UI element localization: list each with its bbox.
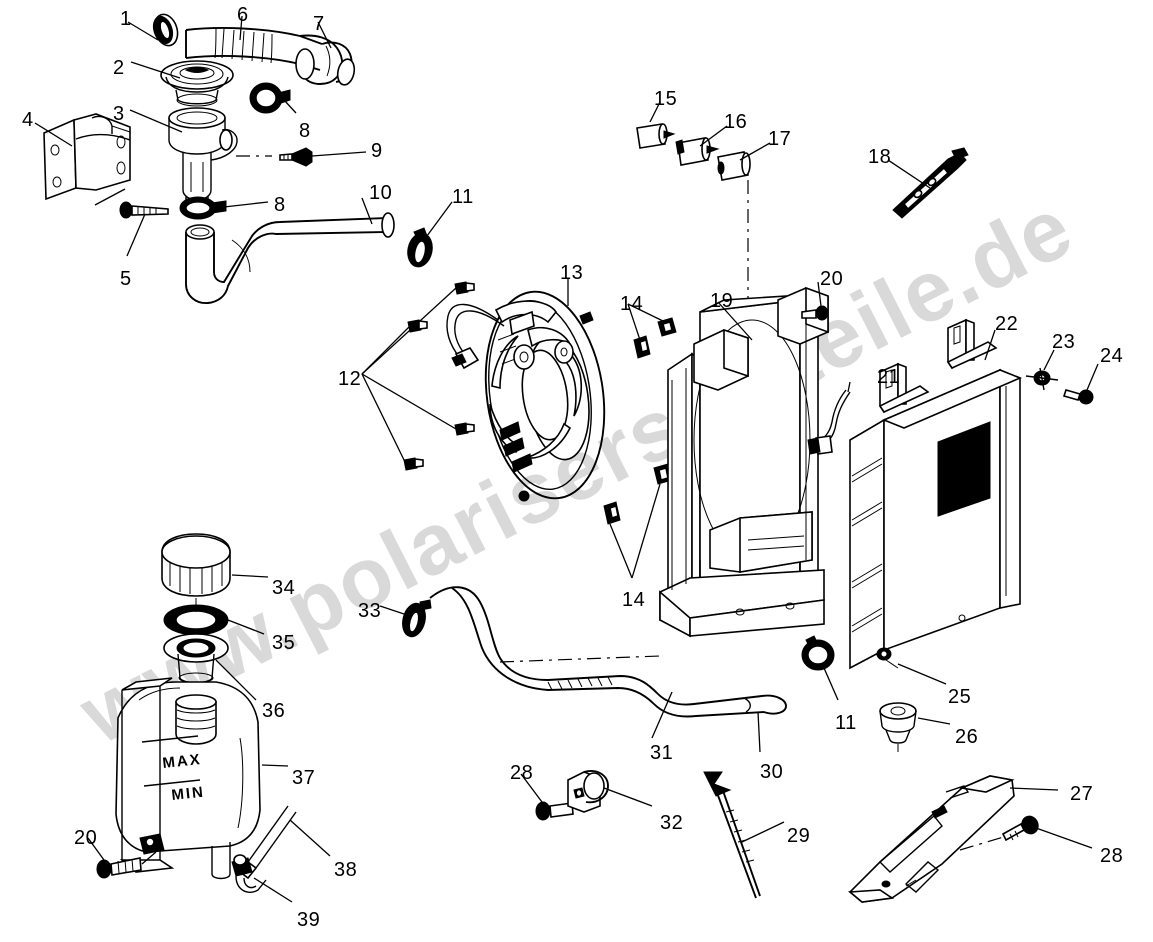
callout-28-a: 28 bbox=[510, 762, 534, 784]
part-27-lower-bracket bbox=[850, 776, 1014, 902]
callout-25: 25 bbox=[948, 686, 972, 708]
bottle-min-label: MIN bbox=[171, 784, 206, 804]
callout-20-b: 20 bbox=[74, 827, 98, 849]
part-34-bottle-cap bbox=[162, 534, 230, 596]
callout-20-a: 20 bbox=[820, 268, 844, 290]
callout-8-upper: 8 bbox=[299, 120, 311, 142]
callout-4: 4 bbox=[22, 109, 34, 131]
callout-35: 35 bbox=[272, 632, 296, 654]
callout-10: 10 bbox=[369, 182, 393, 204]
callout-7: 7 bbox=[313, 13, 325, 35]
part-8-clamp-upper bbox=[250, 83, 290, 113]
callout-31: 31 bbox=[650, 742, 674, 764]
callout-22: 22 bbox=[995, 313, 1019, 335]
bottle-max-label: MAX bbox=[162, 751, 203, 772]
callout-3: 3 bbox=[113, 103, 125, 125]
callout-14-b: 14 bbox=[622, 589, 646, 611]
callout-12: 12 bbox=[338, 368, 362, 390]
part-9-screw bbox=[280, 148, 312, 166]
callout-9: 9 bbox=[371, 140, 383, 162]
callout-15: 15 bbox=[654, 88, 678, 110]
callout-16: 16 bbox=[724, 111, 748, 133]
part-26-grommet bbox=[880, 703, 916, 752]
part-29-cable-tie bbox=[704, 772, 760, 898]
part-18-mounting-rail bbox=[893, 148, 968, 218]
part-19-fan-shroud bbox=[660, 288, 828, 636]
callout-18: 18 bbox=[868, 146, 892, 168]
part-24-screw bbox=[1064, 390, 1093, 404]
part-17-connector-boot bbox=[718, 152, 750, 180]
part-1-clamp bbox=[150, 11, 181, 48]
callout-23: 23 bbox=[1052, 331, 1076, 353]
callout-33: 33 bbox=[358, 600, 382, 622]
callout-28-b: 28 bbox=[1100, 845, 1124, 867]
part-16-connector bbox=[676, 138, 718, 165]
callout-8-lower: 8 bbox=[274, 194, 286, 216]
part-20-screw-a bbox=[802, 306, 828, 320]
callout-11-a: 11 bbox=[452, 186, 474, 208]
callout-13: 13 bbox=[560, 262, 584, 284]
part-22-radiator bbox=[850, 320, 1020, 668]
part-20-screw-b bbox=[97, 858, 141, 878]
part-23-nut bbox=[1026, 368, 1058, 390]
part-36-bottle-neck bbox=[164, 634, 228, 683]
callout-26: 26 bbox=[955, 726, 979, 748]
part-14-clips bbox=[604, 304, 676, 578]
part-35-gasket bbox=[164, 605, 228, 635]
part-8-clamp-lower bbox=[180, 197, 226, 219]
callout-36: 36 bbox=[262, 700, 286, 722]
callout-19: 19 bbox=[710, 290, 734, 312]
callout-5: 5 bbox=[120, 268, 132, 290]
callout-30: 30 bbox=[760, 761, 784, 783]
callout-1: 1 bbox=[120, 8, 132, 30]
part-11-clamp-a bbox=[405, 228, 436, 269]
part-2-radiator-cap bbox=[161, 61, 233, 106]
callout-21: 21 bbox=[877, 366, 901, 388]
callout-11-b: 11 bbox=[835, 712, 857, 734]
part-39-elbow-fitting bbox=[232, 855, 266, 892]
callout-24: 24 bbox=[1100, 345, 1124, 367]
callout-17: 17 bbox=[768, 128, 792, 150]
callout-14-a: 14 bbox=[620, 293, 644, 315]
callout-38: 38 bbox=[334, 859, 358, 881]
part-37-recovery-bottle bbox=[116, 678, 260, 879]
callout-6: 6 bbox=[237, 4, 249, 26]
callout-29: 29 bbox=[787, 825, 811, 847]
part-31-lower-hose bbox=[430, 587, 786, 716]
callout-2: 2 bbox=[113, 57, 125, 79]
part-13-cooling-fan bbox=[447, 284, 617, 506]
part-33-clamp bbox=[399, 600, 431, 639]
part-10-bypass-hose bbox=[186, 213, 394, 303]
callout-32: 32 bbox=[660, 812, 684, 834]
part-15-connector bbox=[637, 124, 674, 148]
callout-37: 37 bbox=[292, 767, 316, 789]
part-3-filler-neck bbox=[169, 108, 237, 218]
part-21-fan-wire bbox=[808, 390, 850, 454]
part-12-fastener-set bbox=[362, 282, 474, 470]
part-11-clamp-b bbox=[802, 636, 834, 670]
callout-34: 34 bbox=[272, 577, 296, 599]
part-7-hose-elbow bbox=[296, 36, 357, 87]
part-5-screw bbox=[120, 202, 168, 218]
callout-27: 27 bbox=[1070, 783, 1094, 805]
part-4-mounting-bracket bbox=[44, 114, 130, 199]
part-32-hose-retainer bbox=[568, 771, 608, 812]
callout-39: 39 bbox=[297, 909, 321, 931]
part-28-screw-b bbox=[1003, 813, 1041, 840]
